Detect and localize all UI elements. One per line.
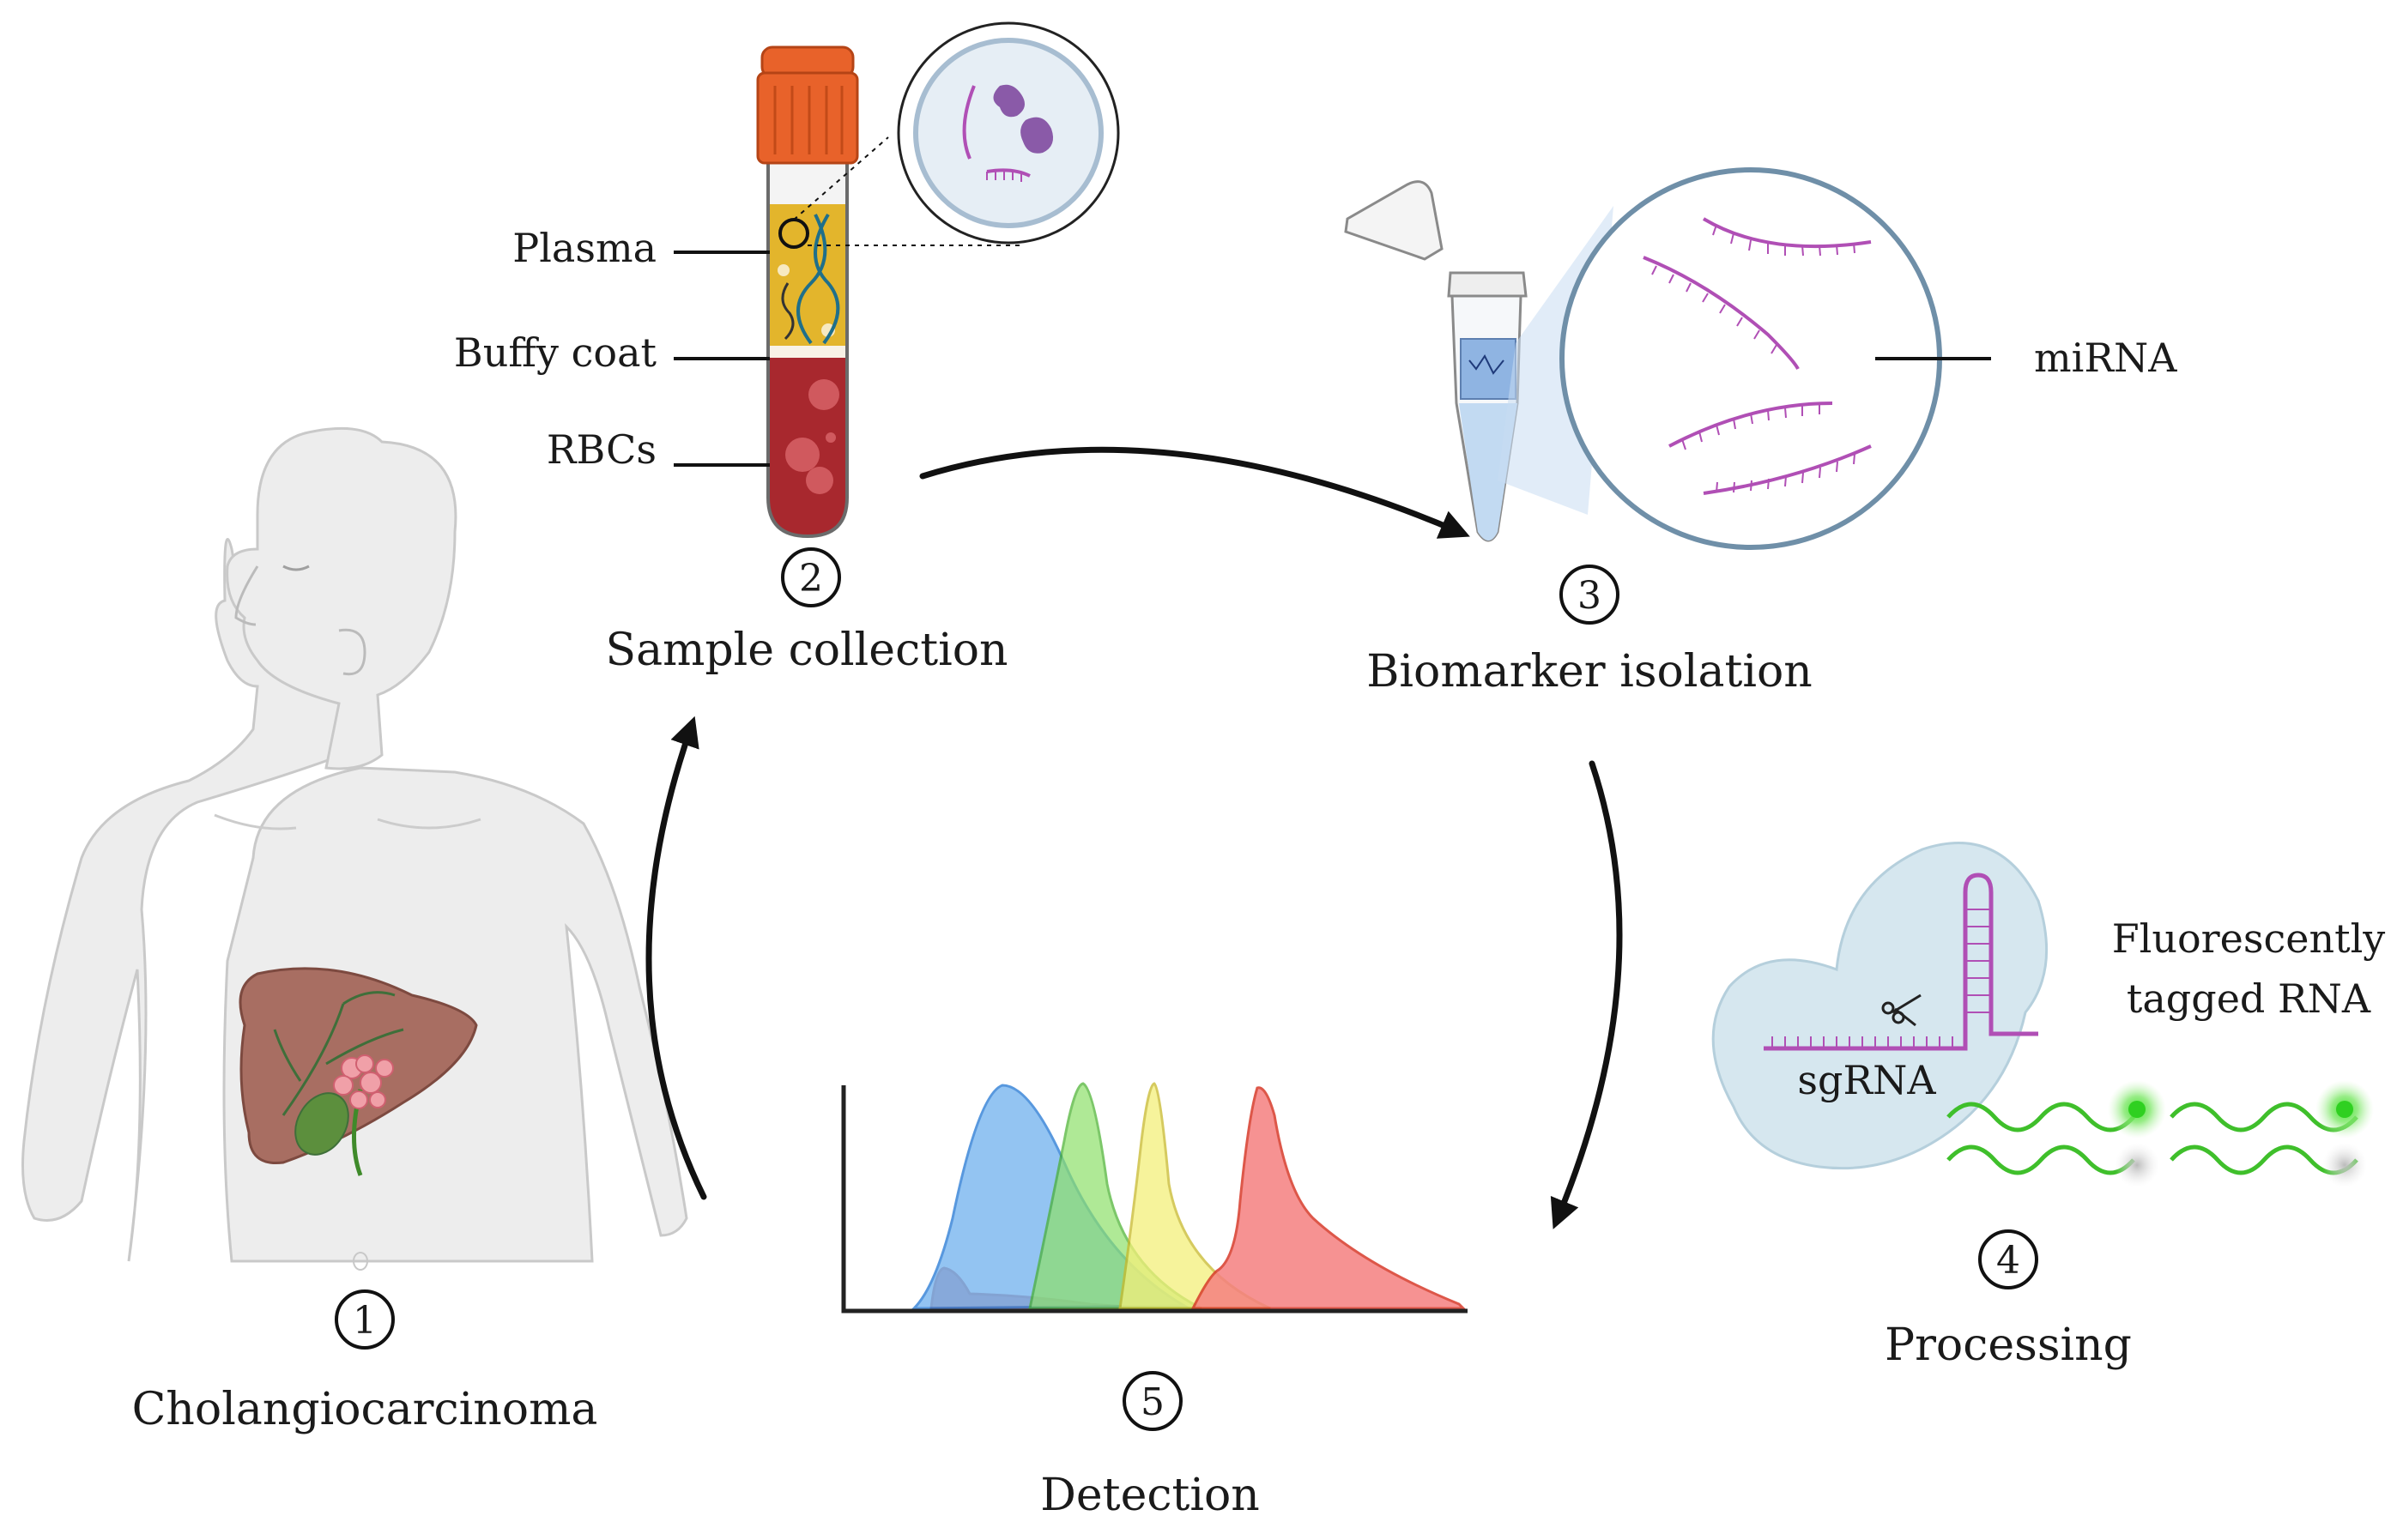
step-number-badge xyxy=(1978,1229,2038,1289)
step-4: 4 Processing xyxy=(1885,1229,2132,1371)
step-number: 4 xyxy=(1996,1239,2020,1283)
arrow-to-collection xyxy=(645,716,707,1200)
step-number-badge xyxy=(335,1289,395,1350)
step-caption: Processing xyxy=(1885,1320,2132,1371)
step-number: 5 xyxy=(1141,1380,1165,1424)
blood-tube xyxy=(756,21,1120,539)
label-mirna: miRNA xyxy=(2034,335,2177,381)
cycle-arrows xyxy=(645,446,1623,1229)
label-fluor-line2: tagged RNA xyxy=(2127,975,2371,1022)
label-sgrna: sgRNA xyxy=(1797,1057,1936,1103)
detection-spectra xyxy=(841,1082,1468,1314)
label-buffy-coat: Buffy coat xyxy=(454,329,657,376)
label-rbcs: RBCs xyxy=(547,426,657,473)
step-3: 3 Biomarker isolation xyxy=(1366,565,1813,698)
arrow-to-isolation xyxy=(919,446,1470,539)
plasma-zoom-inset xyxy=(897,21,1120,245)
label-plasma: Plasma xyxy=(512,225,657,271)
step-number-badge xyxy=(1559,565,1619,625)
step-1: 1 Cholangiocarcinoma xyxy=(132,1289,598,1435)
step-caption: Detection xyxy=(1040,1470,1260,1521)
microcentrifuge-tube xyxy=(1344,167,1991,550)
step-caption: Sample collection xyxy=(605,625,1008,676)
step-5: 5 Detection xyxy=(1040,1371,1260,1521)
arrow-to-detection xyxy=(1550,760,1623,1229)
cas-complex-illustration xyxy=(1711,842,2049,1170)
scissors-icon xyxy=(1881,993,1922,1027)
step-caption: Biomarker isolation xyxy=(1366,646,1813,698)
step-number: 1 xyxy=(353,1299,377,1343)
step-number: 2 xyxy=(799,557,823,601)
step-number-badge xyxy=(1123,1371,1183,1431)
step-number-badge xyxy=(781,547,841,607)
step-number: 3 xyxy=(1577,574,1601,618)
step-2: 2 Sample collection xyxy=(605,547,1008,676)
step-caption: Cholangiocarcinoma xyxy=(132,1384,598,1435)
tube-label-lines xyxy=(674,251,770,467)
label-fluor-line1: Fluorescently xyxy=(2112,915,2386,962)
liver-illustration xyxy=(239,967,478,1176)
